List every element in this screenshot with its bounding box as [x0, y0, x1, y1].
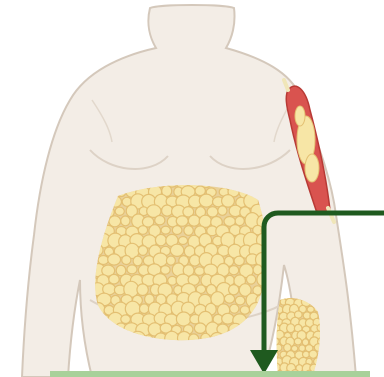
- fat-cell: [109, 274, 119, 284]
- fat-cell: [224, 294, 234, 303]
- fat-cell: [109, 216, 121, 227]
- fat-cell: [184, 226, 193, 236]
- fat-cell: [222, 313, 234, 324]
- fat-cell: [294, 338, 301, 345]
- fat-cell: [309, 350, 317, 358]
- fat-cell: [178, 237, 187, 245]
- fat-cell: [115, 207, 124, 215]
- fat-cell: [235, 296, 245, 305]
- fat-cell: [162, 205, 173, 216]
- fat-cell: [138, 226, 147, 235]
- fat-cell: [122, 256, 131, 265]
- fat-cell: [172, 226, 182, 235]
- fat-cell: [229, 285, 239, 295]
- fat-cell: [155, 216, 165, 225]
- fat-cell: [218, 206, 227, 215]
- fat-cell: [194, 323, 206, 333]
- fat-cell: [189, 255, 200, 266]
- fat-cell: [176, 216, 188, 226]
- fat-cell: [247, 275, 256, 284]
- fat-cell: [137, 284, 148, 296]
- fat-cell: [188, 215, 200, 226]
- fat-cell: [133, 256, 142, 266]
- fat-cell: [140, 304, 149, 314]
- fat-cell: [230, 304, 239, 313]
- fat-cell: [121, 216, 130, 226]
- fat-cell: [199, 194, 213, 207]
- fat-cell: [229, 266, 239, 275]
- fat-cell: [155, 234, 166, 245]
- fat-cell: [161, 226, 170, 234]
- fat-cell: [176, 312, 190, 326]
- fat-cell: [161, 266, 170, 275]
- fat-cell: [240, 306, 249, 314]
- fat-cell: [108, 254, 121, 265]
- fat-cell: [127, 265, 137, 274]
- fat-cell: [138, 246, 147, 256]
- fat-cell: [166, 256, 175, 265]
- bottom-bar: [50, 371, 370, 377]
- fat-cell: [234, 256, 244, 265]
- fat-cell: [195, 267, 205, 276]
- fat-cell: [170, 244, 183, 256]
- fat-cell: [121, 315, 131, 324]
